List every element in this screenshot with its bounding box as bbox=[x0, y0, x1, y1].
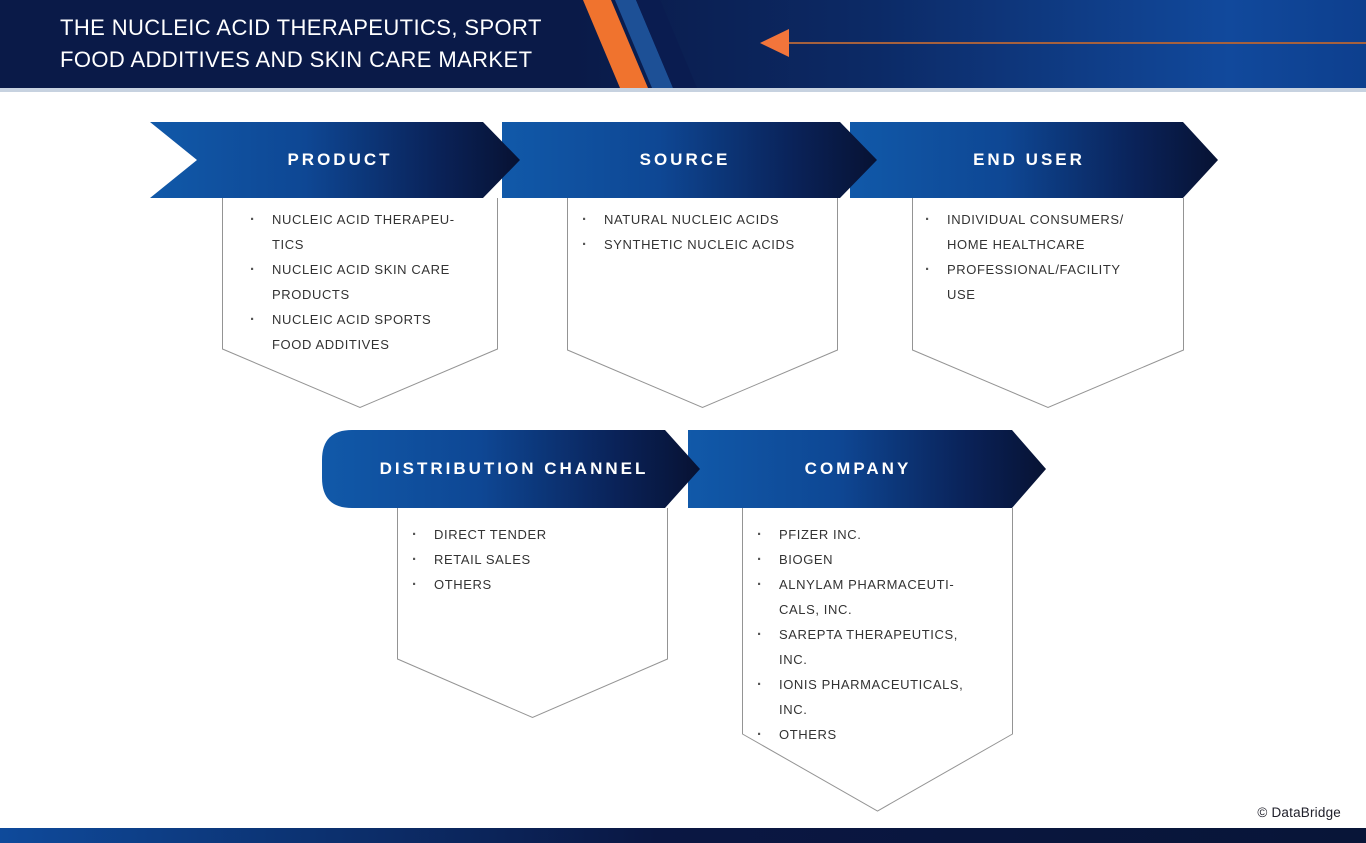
list-item: · RETAIL SALES bbox=[412, 547, 547, 572]
header-banner: THE NUCLEIC ACID THERAPEUTICS, SPORT FOO… bbox=[0, 0, 1366, 88]
list-item-text: IONIS PHARMACEUTICALS,INC. bbox=[779, 677, 964, 717]
bottom-bar bbox=[0, 828, 1366, 843]
segment-list-company: · PFIZER INC. · BIOGEN · ALNYLAM PHARMACEUTI-… bbox=[757, 522, 963, 747]
list-item: · OTHERS bbox=[757, 722, 963, 747]
list-item-text: DIRECT TENDER bbox=[434, 527, 547, 542]
segment-label-source: SOURCE bbox=[639, 150, 731, 169]
bullet-dot-icon: · bbox=[757, 726, 762, 743]
left-arrow-icon bbox=[760, 29, 789, 57]
list-item: · NUCLEIC ACID THERAPEU-TICS bbox=[250, 207, 455, 257]
bullet-dot-icon: · bbox=[250, 311, 255, 328]
bullet-dot-icon: · bbox=[757, 551, 762, 568]
product-list-outline bbox=[222, 198, 498, 409]
list-item-text: RETAIL SALES bbox=[434, 552, 531, 567]
bullet-dot-icon: · bbox=[582, 236, 587, 253]
list-item-text: SAREPTA THERAPEUTICS,INC. bbox=[779, 627, 958, 667]
bullet-dot-icon: · bbox=[412, 526, 417, 543]
distribution-list-outline bbox=[397, 508, 668, 719]
segment-label-product: PRODUCT bbox=[287, 150, 393, 169]
list-item-text: BIOGEN bbox=[779, 552, 834, 567]
header-decor-stripes bbox=[583, 0, 1366, 88]
list-item-text: OTHERS bbox=[434, 577, 492, 592]
source-arrow-banner bbox=[502, 122, 877, 198]
list-item: · SYNTHETIC NUCLEIC ACIDS bbox=[582, 232, 795, 257]
orange-stripe bbox=[583, 0, 648, 88]
list-item: · OTHERS bbox=[412, 572, 547, 597]
blue-stripe bbox=[615, 0, 673, 88]
bullet-dot-icon: · bbox=[925, 261, 930, 278]
list-item-text: ALNYLAM PHARMACEUTI-CALS, INC. bbox=[779, 577, 955, 617]
source-list-outline bbox=[567, 198, 838, 409]
segment-list-enduser: · INDIVIDUAL CONSUMERS/HOME HEALTHCARE · PR… bbox=[925, 207, 1124, 307]
segment-list-source: · NATURAL NUCLEIC ACIDS · SYNTHETIC NUCLEIC… bbox=[582, 207, 795, 257]
list-item-text: SYNTHETIC NUCLEIC ACIDS bbox=[604, 237, 795, 252]
enduser-list-outline bbox=[912, 198, 1184, 409]
product-arrow-banner bbox=[150, 122, 520, 198]
page-title-line2: FOOD ADDITIVES AND SKIN CARE MARKET bbox=[60, 47, 533, 72]
segment-list-product: · NUCLEIC ACID THERAPEU-TICS · NUCLEIC ACID… bbox=[250, 207, 455, 357]
bullet-dot-icon: · bbox=[925, 211, 930, 228]
list-item: · ALNYLAM PHARMACEUTI-CALS, INC. bbox=[757, 572, 963, 622]
copyright-credit: © DataBridge bbox=[1257, 805, 1341, 820]
segment-label-distribution: DISTRIBUTION CHANNEL bbox=[379, 459, 649, 478]
bullet-dot-icon: · bbox=[757, 676, 762, 693]
page-title: THE NUCLEIC ACID THERAPEUTICS, SPORT FOO… bbox=[60, 12, 542, 76]
segment-label-enduser: END USER bbox=[973, 150, 1085, 169]
list-item: · NATURAL NUCLEIC ACIDS bbox=[582, 207, 795, 232]
list-item-text: NUCLEIC ACID THERAPEU-TICS bbox=[272, 212, 455, 252]
list-item-text: OTHERS bbox=[779, 727, 837, 742]
bullet-dot-icon: · bbox=[250, 211, 255, 228]
navy-stripe bbox=[636, 0, 697, 88]
bullet-dot-icon: · bbox=[412, 551, 417, 568]
bullet-dot-icon: · bbox=[757, 626, 762, 643]
header-underline bbox=[0, 88, 1366, 92]
enduser-arrow-banner bbox=[850, 122, 1218, 198]
list-item: · PFIZER INC. bbox=[757, 522, 963, 547]
list-item: · INDIVIDUAL CONSUMERS/HOME HEALTHCARE bbox=[925, 207, 1124, 257]
list-item-text: NATURAL NUCLEIC ACIDS bbox=[604, 212, 780, 227]
company-list-outline bbox=[742, 508, 1013, 812]
bullet-dot-icon: · bbox=[757, 526, 762, 543]
list-item-text: INDIVIDUAL CONSUMERS/HOME HEALTHCARE bbox=[947, 212, 1124, 252]
bullet-dot-icon: · bbox=[250, 261, 255, 278]
list-item: · DIRECT TENDER bbox=[412, 522, 547, 547]
bullet-dot-icon: · bbox=[757, 576, 762, 593]
list-item-text: PFIZER INC. bbox=[779, 527, 862, 542]
segment-list-distribution: · DIRECT TENDER · RETAIL SALES · OTHERS bbox=[412, 522, 547, 597]
list-item: · SAREPTA THERAPEUTICS,INC. bbox=[757, 622, 963, 672]
page-title-line1: THE NUCLEIC ACID THERAPEUTICS, SPORT bbox=[60, 15, 542, 40]
company-arrow-banner bbox=[688, 430, 1046, 508]
list-item: · IONIS PHARMACEUTICALS,INC. bbox=[757, 672, 963, 722]
distribution-arrow-banner bbox=[322, 430, 700, 508]
segment-label-company: COMPANY bbox=[804, 459, 912, 478]
bullet-dot-icon: · bbox=[582, 211, 587, 228]
bullet-dot-icon: · bbox=[412, 576, 417, 593]
arrow-line bbox=[787, 42, 1366, 44]
list-item: · BIOGEN bbox=[757, 547, 963, 572]
